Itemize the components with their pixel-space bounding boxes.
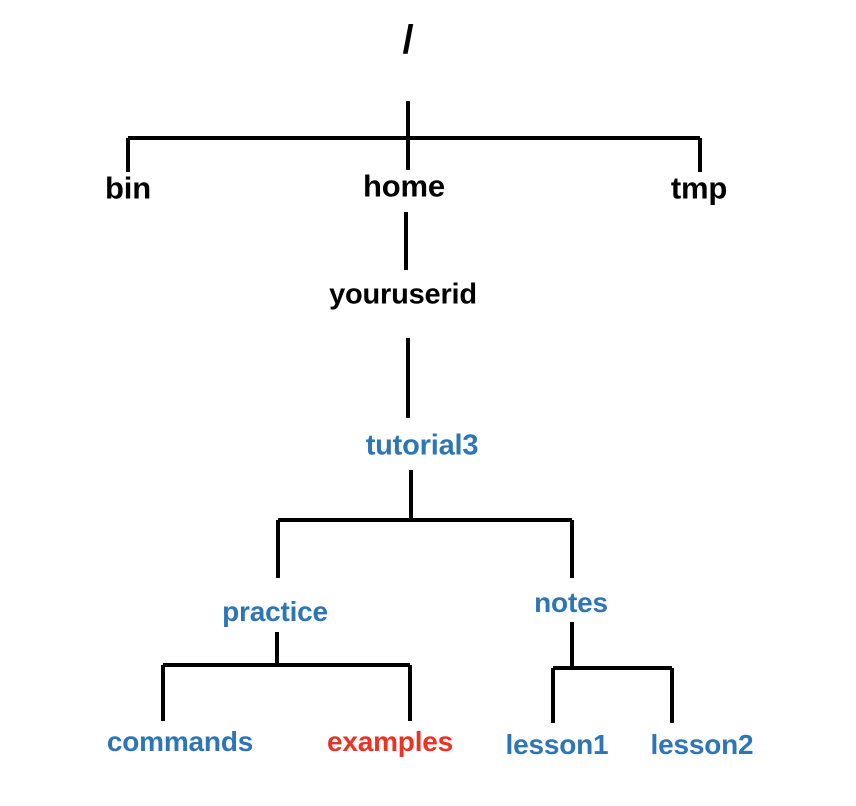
node-youruserid: youruserid	[329, 278, 477, 311]
node-examples: examples	[326, 726, 454, 757]
node-lesson1: lesson1	[505, 729, 609, 760]
node-practice: practice	[222, 596, 328, 627]
node-root: /	[402, 18, 414, 62]
node-commands: commands	[106, 726, 254, 757]
node-home: home	[363, 168, 445, 204]
node-tutorial3: tutorial3	[365, 429, 479, 462]
node-bin: bin	[105, 170, 151, 206]
node-tmp: tmp	[670, 170, 728, 206]
node-lesson2: lesson2	[650, 729, 754, 760]
node-notes: notes	[534, 587, 608, 618]
